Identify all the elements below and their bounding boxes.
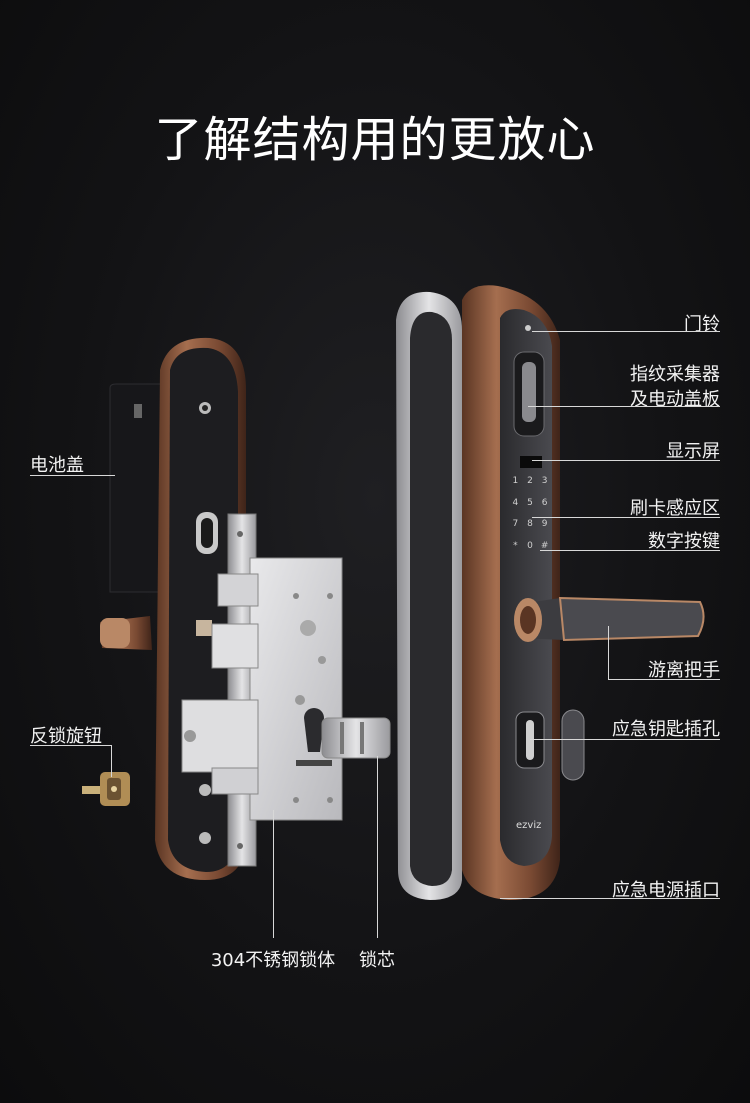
leader-handle-v	[608, 626, 609, 680]
label-fingerprint-1: 指纹采集器	[630, 364, 720, 385]
label-key-hole: 应急钥匙插孔	[612, 719, 720, 740]
label-display: 显示屏	[666, 441, 720, 462]
brand-logo: ezviz	[516, 820, 542, 831]
label-card-area: 刷卡感应区	[630, 498, 720, 519]
keypad: 1 2 3 4 5 6 7 8 9 * 0 #	[508, 476, 552, 556]
key-star[interactable]: *	[513, 540, 518, 551]
label-keypad: 数字按键	[648, 531, 720, 552]
label-lock-body: 304不锈钢锁体	[210, 950, 336, 971]
lock-cylinder-part	[321, 717, 391, 759]
key-4[interactable]: 4	[512, 497, 519, 508]
leader-fingerprint	[528, 406, 720, 407]
leader-power-port	[500, 898, 720, 899]
leader-lock-body	[273, 810, 274, 938]
leader-knob-h	[30, 745, 112, 746]
leader-keypad	[540, 550, 720, 551]
leader-doorbell	[532, 331, 720, 332]
front-lever-handle	[514, 596, 705, 642]
leader-battery-cover	[30, 475, 115, 476]
page-title: 了解结构用的更放心	[154, 112, 596, 168]
label-fingerprint-2: 及电动盖板	[630, 389, 720, 410]
leader-display	[532, 460, 720, 461]
leader-handle-h	[608, 679, 720, 680]
label-battery-cover: 电池盖	[30, 455, 84, 476]
key-7[interactable]: 7	[512, 519, 519, 529]
leader-knob-v	[111, 745, 112, 777]
label-power-port: 应急电源插口	[612, 880, 720, 901]
key-9[interactable]: 9	[541, 519, 548, 529]
label-knob: 反锁旋钮	[30, 726, 102, 747]
key-2[interactable]: 2	[527, 476, 533, 486]
key-3[interactable]: 3	[541, 476, 548, 486]
leader-key-hole	[530, 739, 720, 740]
key-hash[interactable]: #	[540, 540, 549, 551]
key-5[interactable]: 5	[527, 497, 533, 508]
leader-card-area	[532, 517, 720, 518]
emergency-key-cover	[515, 709, 585, 781]
mortise-lock-body-part	[181, 513, 343, 867]
outer-silver-frame	[396, 291, 462, 900]
label-doorbell: 门铃	[684, 314, 720, 335]
key-6[interactable]: 6	[541, 497, 548, 508]
key-0[interactable]: 0	[527, 540, 533, 551]
label-handle: 游离把手	[648, 660, 720, 681]
label-cylinder: 锁芯	[359, 950, 395, 971]
key-8[interactable]: 8	[527, 519, 533, 529]
leader-cylinder	[377, 756, 378, 938]
key-1[interactable]: 1	[512, 476, 519, 486]
front-lock-panel	[462, 285, 560, 901]
thumb-turn-knob-part	[82, 772, 130, 806]
